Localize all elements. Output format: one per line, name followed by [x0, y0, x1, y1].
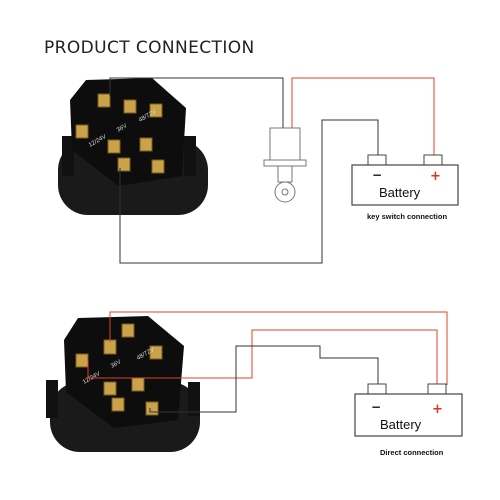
bottom-meter-terminals	[75, 323, 163, 416]
top-meter-clip-left	[62, 136, 74, 176]
top-battery: − + Battery	[351, 154, 459, 206]
top-battery-neg-post	[367, 154, 387, 166]
top-terminal	[97, 93, 111, 108]
bottom-red-wires	[87, 311, 448, 385]
bottom-battery-meter: 12/24V 36V 48/72V	[46, 316, 200, 452]
bottom-battery: − + Battery	[354, 383, 463, 437]
top-terminal	[149, 103, 163, 118]
top-terminal	[117, 157, 131, 172]
key-switch-icon	[263, 127, 307, 203]
top-meter-clip-right	[184, 136, 196, 176]
top-wire-to-negative	[119, 119, 379, 264]
bottom-red-wire-outer	[109, 311, 448, 385]
bottom-meter-clip-left	[46, 380, 58, 418]
top-battery-pos-post	[423, 154, 443, 166]
top-black-wires	[109, 77, 379, 264]
bottom-meter-label-36v: 36V	[110, 359, 122, 370]
bottom-meter-body	[64, 316, 184, 428]
bottom-battery-pos-post	[427, 383, 447, 395]
top-battery-label: Battery	[379, 185, 421, 200]
top-battery-case	[351, 164, 459, 206]
bottom-terminal	[145, 401, 159, 416]
top-battery-plus: +	[430, 169, 441, 184]
top-battery-meter: 12/24V 36V 48/72V	[58, 78, 208, 215]
top-terminal	[139, 137, 153, 152]
top-wiring-diagram: 12/24V 36V 48/72V − + Battery	[58, 77, 459, 264]
bottom-battery-minus: −	[371, 400, 381, 414]
bottom-battery-label: Battery	[380, 417, 422, 432]
bottom-terminal	[103, 381, 117, 396]
key-switch-caption: key switch connection	[367, 212, 448, 221]
bottom-wiring-diagram: 12/24V 36V 48/72V − + Battery	[46, 311, 463, 452]
bottom-terminal	[149, 345, 163, 360]
bottom-terminal	[131, 377, 145, 392]
bottom-meter-clip-right	[188, 382, 200, 416]
bottom-battery-plus: +	[432, 402, 443, 417]
top-terminal	[151, 159, 165, 174]
top-wire-to-key	[109, 77, 284, 130]
direct-connection-caption: Direct connection	[380, 448, 444, 457]
top-battery-minus: −	[372, 168, 382, 182]
top-meter-terminals	[75, 93, 165, 174]
bottom-battery-case	[354, 393, 463, 437]
top-terminal	[123, 99, 137, 114]
bottom-terminal	[111, 397, 125, 412]
top-terminal	[75, 124, 89, 139]
bottom-red-wire-inner	[87, 329, 438, 385]
top-meter-label-36v: 36V	[116, 123, 128, 134]
page-title: PRODUCT CONNECTION	[44, 38, 255, 58]
bottom-terminal	[121, 323, 135, 338]
bottom-terminal-red	[103, 339, 117, 355]
bottom-terminal	[75, 353, 89, 368]
bottom-black-wire	[149, 345, 379, 413]
top-terminal	[107, 139, 121, 154]
top-red-wire	[291, 77, 435, 157]
bottom-battery-neg-post	[367, 383, 387, 395]
